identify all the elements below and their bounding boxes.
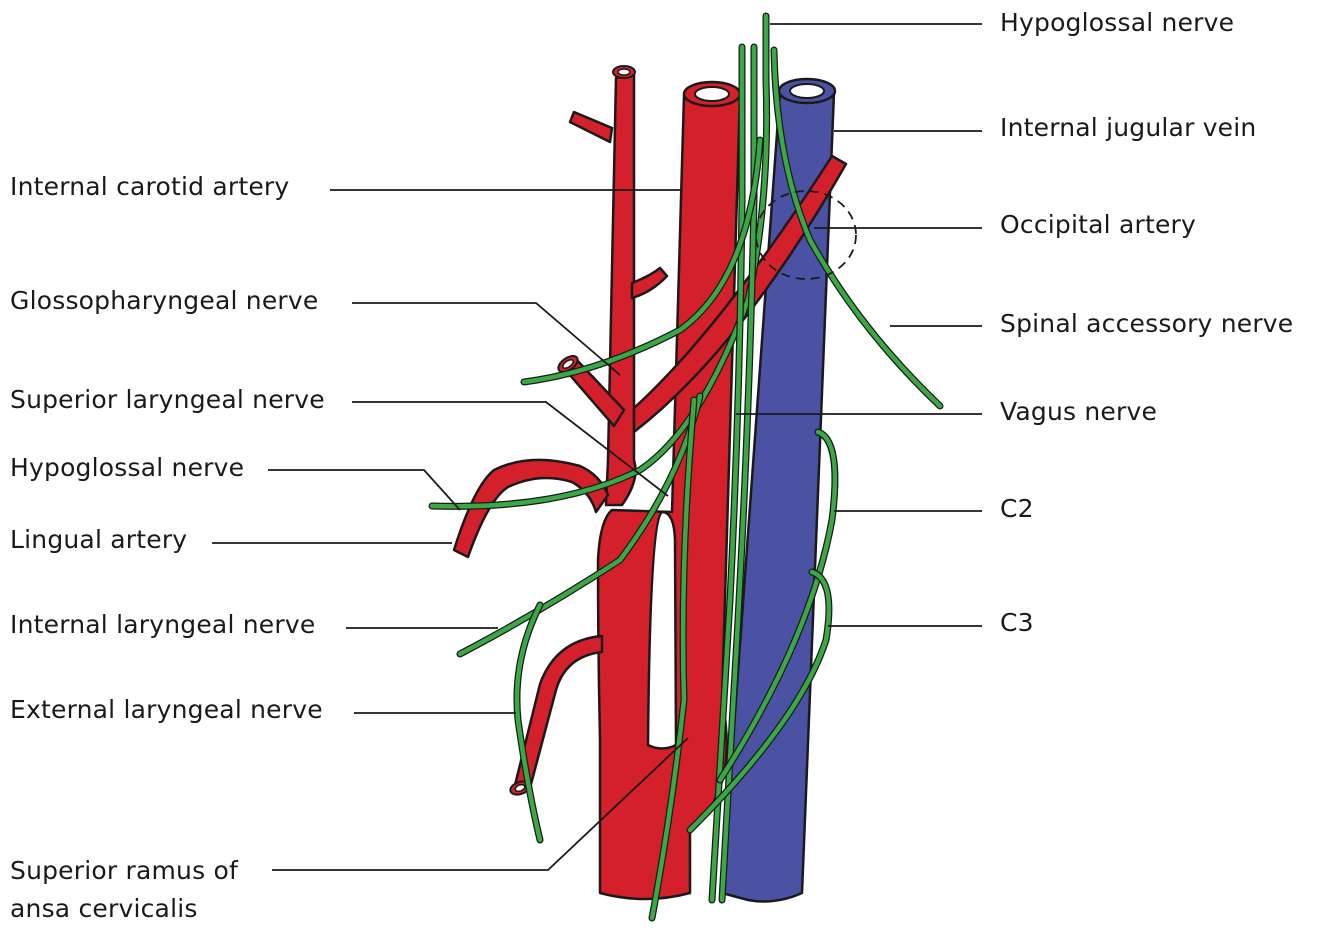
label-internal-laryngeal-nerve: Internal laryngeal nerve (10, 610, 316, 639)
label-hypoglossal-nerve-right: Hypoglossal nerve (1000, 8, 1235, 37)
label-glossopharyngeal-nerve: Glossopharyngeal nerve (10, 286, 319, 315)
label-c3: C3 (1000, 608, 1034, 637)
label-lingual-artery: Lingual artery (10, 525, 188, 554)
label-occipital-artery: Occipital artery (1000, 210, 1196, 239)
label-c2: C2 (1000, 494, 1034, 523)
label-superior-laryngeal-nerve: Superior laryngeal nerve (10, 385, 325, 414)
carotid-bifurcation-gap (646, 510, 678, 750)
label-internal-carotid-artery: Internal carotid artery (10, 172, 290, 201)
label-spinal-accessory-nerve: Spinal accessory nerve (1000, 309, 1294, 338)
leader-lines (212, 23, 982, 871)
label-superior-ramus-ansa-cervicalis: Superior ramus of ansa cervicalis (10, 856, 238, 923)
internal-jugular-vein (720, 77, 837, 903)
label-external-laryngeal-nerve: External laryngeal nerve (10, 695, 323, 724)
occipital-crossing-highlight (755, 190, 857, 280)
nerves (428, 12, 944, 922)
label-vagus-nerve: Vagus nerve (1000, 397, 1158, 426)
label-internal-jugular-vein: Internal jugular vein (1000, 113, 1257, 142)
label-hypoglossal-nerve-left: Hypoglossal nerve (10, 453, 245, 482)
lingual-artery (452, 458, 610, 559)
